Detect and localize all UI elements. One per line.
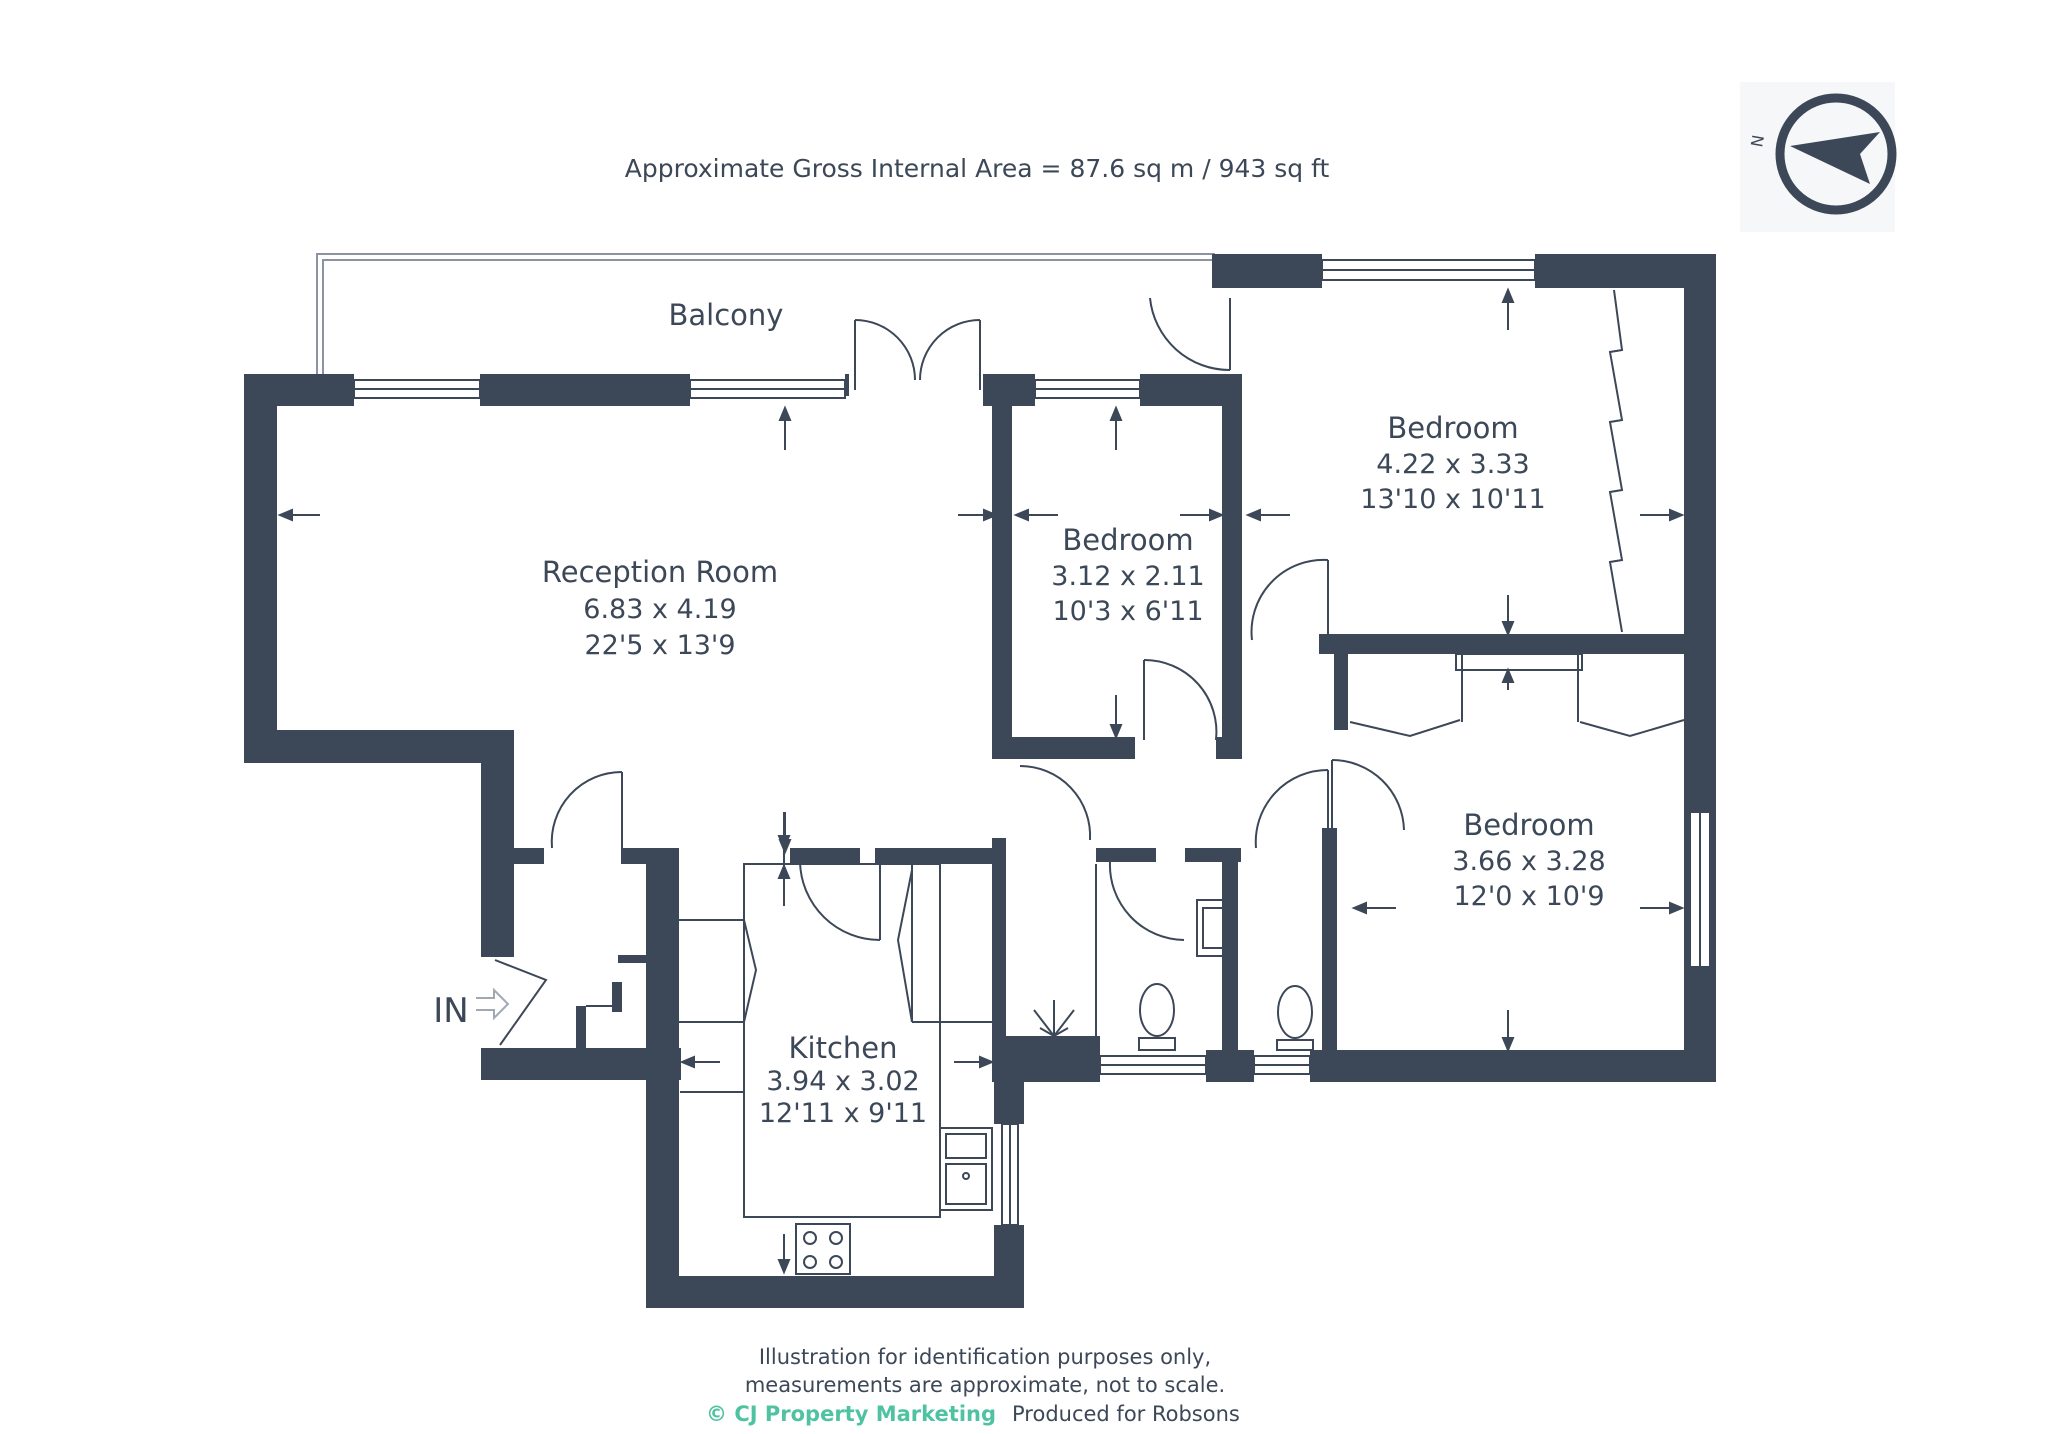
balcony-outline — [316, 253, 1215, 378]
reception-name: Reception Room — [542, 555, 778, 589]
bedroom-top-metric: 4.22 x 3.33 — [1376, 449, 1529, 480]
entrance-label: IN — [433, 991, 468, 1031]
balcony-label: Balcony — [669, 298, 784, 332]
windows — [353, 259, 1711, 1226]
dimension-arrows — [277, 287, 1685, 1275]
compass-icon: N — [1740, 82, 1897, 232]
kitchen-imperial: 12'11 x 9'11 — [759, 1098, 927, 1129]
bedroom-top-imperial: 13'10 x 10'11 — [1360, 484, 1545, 515]
bedroom-top-name: Bedroom — [1387, 411, 1518, 445]
footer-brand: © CJ Property Marketing — [706, 1402, 996, 1426]
bedroom-right-name: Bedroom — [1463, 808, 1594, 842]
bedroom-small-metric: 3.12 x 2.11 — [1051, 561, 1204, 592]
footer-line-1: Illustration for identification purposes… — [759, 1345, 1211, 1369]
reception-metric: 6.83 x 4.19 — [583, 594, 736, 625]
entry-arrow-icon — [476, 987, 510, 1021]
footer-line-2: measurements are approximate, not to sca… — [745, 1373, 1225, 1397]
doors — [494, 297, 1405, 1046]
bedroom-right-imperial: 12'0 x 10'9 — [1453, 881, 1604, 912]
interior-lines — [586, 289, 1685, 1275]
walls — [244, 254, 1716, 1308]
reception-imperial: 22'5 x 13'9 — [584, 630, 735, 661]
kitchen-metric: 3.94 x 3.02 — [766, 1066, 919, 1097]
footer-produced: Produced for Robsons — [1012, 1402, 1240, 1426]
compass-north-label: N — [1747, 134, 1768, 149]
bedroom-small-name: Bedroom — [1062, 523, 1193, 557]
bedroom-small-imperial: 10'3 x 6'11 — [1052, 596, 1203, 627]
gross-area-text: Approximate Gross Internal Area = 87.6 s… — [625, 154, 1330, 183]
bedroom-right-metric: 3.66 x 3.28 — [1452, 846, 1605, 877]
kitchen-name: Kitchen — [789, 1031, 898, 1065]
